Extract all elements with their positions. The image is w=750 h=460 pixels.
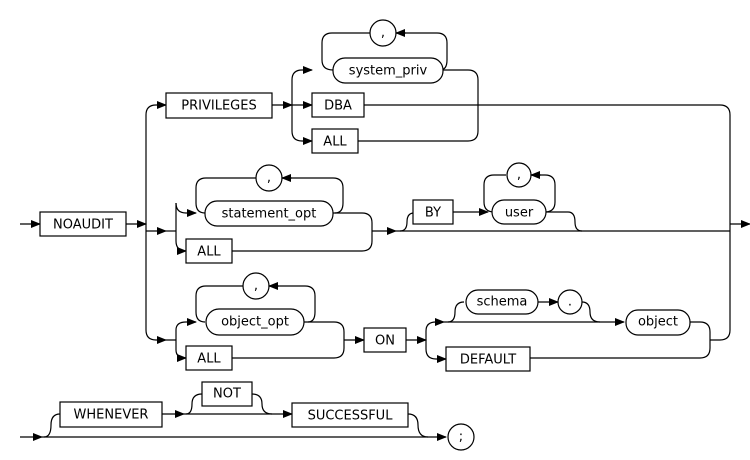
all-statement-keyword: ALL <box>185 238 233 264</box>
on-keyword: ON <box>363 327 407 353</box>
statement-opt-comma: , <box>255 164 283 192</box>
schema-nonterminal: schema <box>465 289 539 315</box>
svg-text:;: ; <box>459 430 463 445</box>
svg-text:object_opt: object_opt <box>221 315 289 330</box>
svg-text:NOAUDIT: NOAUDIT <box>53 218 113 233</box>
by-keyword: BY <box>412 199 454 225</box>
svg-text:ALL: ALL <box>197 352 221 367</box>
system-priv-nonterminal: system_priv <box>332 57 444 84</box>
all-object-keyword: ALL <box>185 345 233 371</box>
svg-text:,: , <box>267 171 271 186</box>
noaudit-keyword: NOAUDIT <box>39 211 127 237</box>
whenever-keyword: WHENEVER <box>59 401 163 428</box>
svg-text:,: , <box>517 168 521 183</box>
not-keyword: NOT <box>201 381 253 407</box>
svg-text:,: , <box>254 279 258 294</box>
svg-text:object: object <box>638 315 678 330</box>
svg-text:ALL: ALL <box>323 135 347 150</box>
svg-text:WHENEVER: WHENEVER <box>74 408 149 423</box>
privileges-keyword: PRIVILEGES <box>165 92 273 119</box>
svg-text:ALL: ALL <box>197 245 221 260</box>
svg-text:.: . <box>568 295 572 310</box>
object-nonterminal: object <box>625 309 691 336</box>
svg-text:DBA: DBA <box>324 99 352 114</box>
svg-text:user: user <box>505 206 534 221</box>
default-keyword: DEFAULT <box>445 346 531 372</box>
svg-text:NOT: NOT <box>213 387 241 402</box>
svg-text:statement_opt: statement_opt <box>222 207 317 222</box>
svg-text:PRIVILEGES: PRIVILEGES <box>181 99 256 114</box>
object-opt-nonterminal: object_opt <box>205 308 305 336</box>
svg-text:ON: ON <box>375 334 395 349</box>
svg-text:BY: BY <box>425 206 441 221</box>
svg-text:schema: schema <box>477 295 528 310</box>
dot-punctuation: . <box>557 289 583 315</box>
semicolon-terminator: ; <box>447 423 475 451</box>
user-nonterminal: user <box>491 199 547 225</box>
statement-opt-nonterminal: statement_opt <box>204 200 334 227</box>
svg-text:system_priv: system_priv <box>349 64 428 79</box>
user-comma: , <box>506 162 532 188</box>
object-opt-comma: , <box>242 272 270 300</box>
system-priv-comma: , <box>369 19 397 47</box>
svg-text:SUCCESSFUL: SUCCESSFUL <box>308 409 394 424</box>
all-privileges-keyword: ALL <box>311 128 359 154</box>
svg-text:DEFAULT: DEFAULT <box>460 353 516 368</box>
svg-text:,: , <box>381 26 385 41</box>
dba-keyword: DBA <box>311 92 365 118</box>
successful-keyword: SUCCESSFUL <box>291 402 409 428</box>
